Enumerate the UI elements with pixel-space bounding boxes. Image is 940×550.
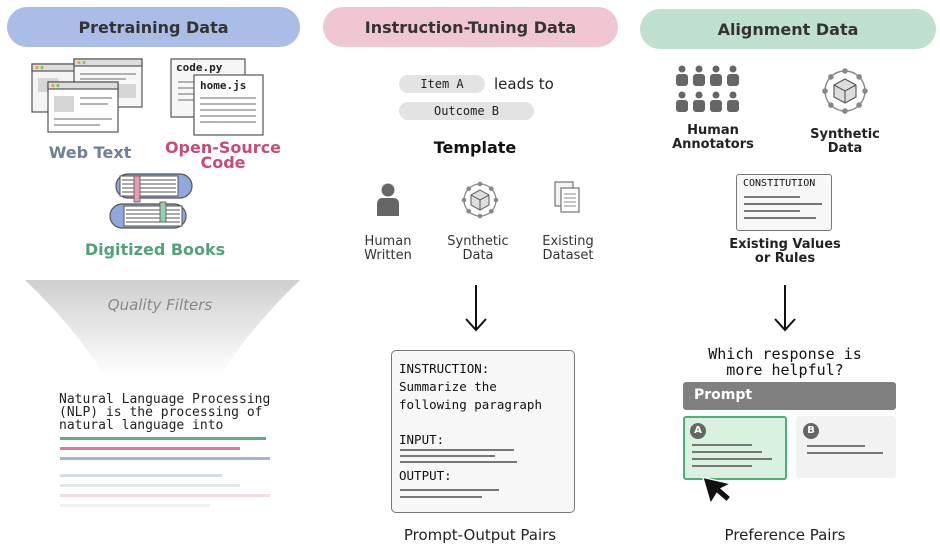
mouse-cursor-icon: [702, 476, 733, 504]
option-a-line-2: [692, 451, 762, 453]
alignment-down-arrow: [774, 285, 796, 332]
books-icon: [109, 173, 193, 229]
human-annotators-label: Human Annotators: [672, 123, 754, 152]
prompt-bar: [683, 382, 896, 410]
quality-filters-label: Quality Filters: [107, 296, 213, 314]
sample-line-faded-4: [60, 504, 210, 507]
option-a-line-4: [692, 465, 752, 467]
web-text-icon: [31, 58, 143, 133]
constitution-line-1: [744, 196, 800, 198]
sample-line-faded-2: [60, 484, 240, 487]
input-line-1: [400, 449, 514, 451]
option-b-badge: B: [803, 423, 819, 439]
constitution-line-2: [744, 203, 822, 205]
code-file-js: home.js: [200, 79, 247, 92]
alignment-title: Alignment Data: [640, 9, 936, 49]
constitution-document: [736, 174, 832, 231]
instruction-tuning-title: Instruction-Tuning Data: [323, 7, 618, 47]
option-a-badge: A: [690, 423, 706, 439]
input-line-3: [400, 461, 517, 463]
option-a-line-3: [692, 458, 772, 460]
instruction-down-arrow: [465, 285, 487, 332]
person-icon: [377, 183, 399, 216]
prompt-bar-label: Prompt: [694, 387, 753, 403]
sample-line-pink: [60, 447, 240, 450]
output-line-1: [400, 489, 499, 491]
template-label: Template: [433, 138, 517, 157]
dataset-files-icon: [554, 181, 580, 213]
output-label: OUTPUT:: [399, 468, 452, 483]
quality-filter-funnel: [25, 280, 300, 376]
sample-line-green: [60, 437, 266, 440]
constitution-line-3: [744, 210, 800, 212]
option-b-line-2: [807, 452, 883, 454]
option-a-line-1: [692, 444, 752, 446]
code-files-icon: [170, 58, 264, 136]
template-connector: leads to: [494, 75, 554, 93]
input-label: INPUT:: [399, 432, 445, 447]
source-existing-dataset: Existing Dataset: [542, 234, 594, 263]
synthetic-data-icon: [822, 68, 868, 114]
preference-question: Which response is more helpful?: [708, 345, 862, 379]
books-label: Digitized Books: [84, 240, 226, 259]
preference-pairs-label: Preference Pairs: [724, 526, 846, 544]
input-line-2: [400, 455, 495, 457]
source-human-written: Human Written: [364, 234, 412, 263]
existing-values-label: Existing Values or Rules: [729, 237, 841, 266]
instruction-text: INSTRUCTION: Summarize the following par…: [399, 361, 542, 412]
constitution-title: CONSTITUTION: [743, 178, 816, 189]
synthetic-cube-icon: [461, 181, 499, 219]
sample-line-faded-1: [60, 474, 222, 477]
code-label: Open-Source Code: [164, 138, 282, 172]
pretraining-title: Pretraining Data: [7, 7, 300, 47]
template-outcome-token: Outcome B: [399, 102, 534, 120]
prompt-output-pairs-label: Prompt-Output Pairs: [403, 526, 557, 544]
source-synthetic-data: Synthetic Data: [447, 234, 509, 263]
template-item-token: Item A: [399, 75, 485, 93]
sample-line-faded-3: [60, 494, 270, 497]
web-text-label: Web Text: [48, 143, 132, 162]
pretraining-sample-text: Natural Language Processing (NLP) is the…: [59, 392, 271, 433]
prompt-output-card: [391, 350, 575, 513]
sample-line-blue: [60, 457, 270, 460]
human-annotators-icon: [676, 65, 739, 112]
synthetic-data-label: Synthetic Data: [810, 127, 880, 156]
code-file-py: code.py: [176, 61, 223, 74]
option-b-line-1: [807, 445, 865, 447]
output-line-2: [400, 496, 482, 498]
constitution-line-4: [744, 217, 816, 219]
